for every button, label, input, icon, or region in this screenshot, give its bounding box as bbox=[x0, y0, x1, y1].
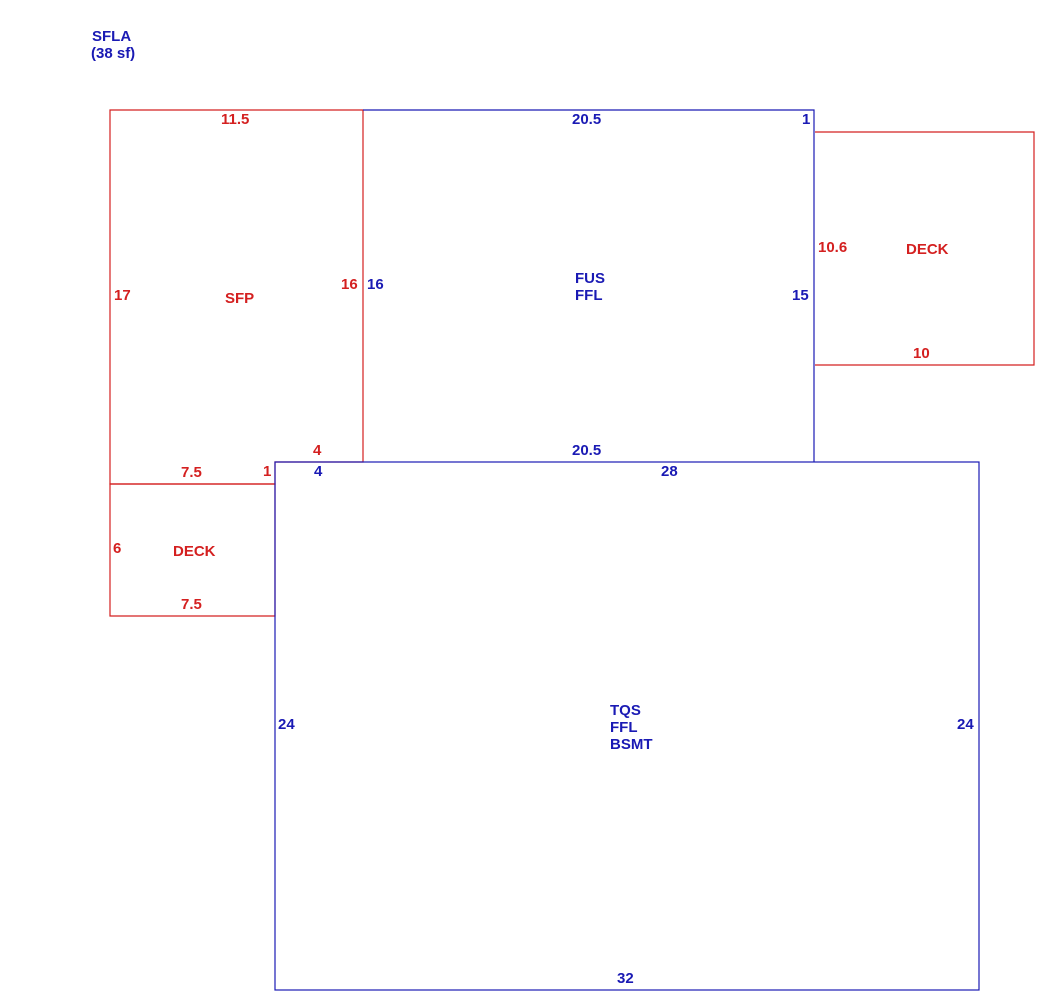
deck-right-bottom-dim: 10 bbox=[913, 345, 930, 362]
tqs-name-line2: FFL bbox=[610, 719, 638, 736]
fus-name-line2: FFL bbox=[575, 287, 603, 304]
fus-top-dim: 20.5 bbox=[572, 111, 602, 128]
deck-left-bottom-dim: 7.5 bbox=[181, 596, 202, 613]
fus-outline bbox=[363, 109, 815, 462]
tqs-top-dim: 28 bbox=[661, 463, 678, 480]
fus-bottom-dim: 20.5 bbox=[572, 442, 602, 459]
tqs-left-dim: 24 bbox=[278, 716, 295, 733]
fus-left-dim: 16 bbox=[367, 276, 384, 293]
tqs-top-left-dim: 4 bbox=[314, 463, 323, 480]
tqs-name-line1: TQS bbox=[610, 702, 641, 719]
deck-right-name: DECK bbox=[906, 241, 949, 258]
deck-left-left-dim: 6 bbox=[113, 540, 122, 557]
deck-right-outline bbox=[815, 131, 1035, 366]
sfp-name: SFP bbox=[225, 290, 255, 307]
sfp-right-dim: 16 bbox=[341, 276, 358, 293]
legend-sfla: SFLA bbox=[92, 28, 132, 45]
deck-right-left-dim: 10.6 bbox=[818, 239, 848, 256]
sfp-bottom-left-dim: 7.5 bbox=[181, 464, 202, 481]
fus-top-right-dim: 1 bbox=[802, 111, 811, 128]
tqs-outline bbox=[274, 461, 980, 991]
tqs-right-dim: 24 bbox=[957, 716, 974, 733]
deck-left-name: DECK bbox=[173, 543, 216, 560]
legend-sfla-area: (38 sf) bbox=[91, 45, 136, 62]
sfp-left-dim: 17 bbox=[114, 287, 131, 304]
sfp-step-dim: 1 bbox=[263, 463, 272, 480]
tqs-name-line3: BSMT bbox=[610, 736, 653, 753]
sfp-top-dim: 11.5 bbox=[221, 111, 250, 128]
tqs-bottom-dim: 32 bbox=[617, 970, 634, 987]
fus-name-line1: FUS bbox=[575, 270, 605, 287]
sfp-bottom-right-dim: 4 bbox=[313, 442, 322, 459]
fus-right-dim: 15 bbox=[792, 287, 809, 304]
